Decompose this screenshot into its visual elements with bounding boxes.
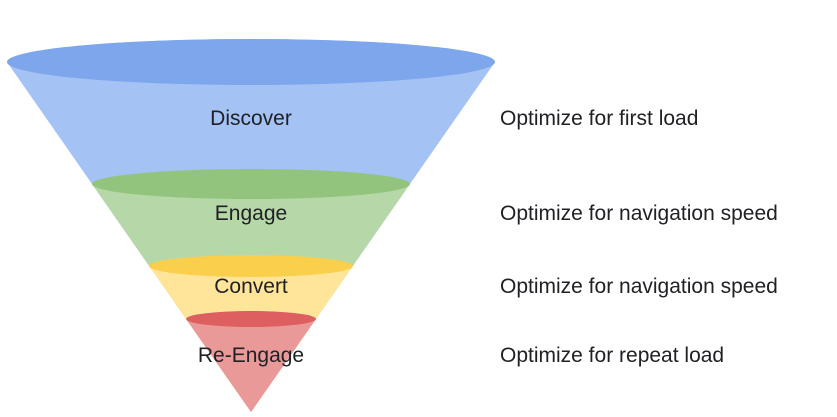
funnel-stage-reengage-top-ellipse <box>186 311 316 327</box>
annotation-convert: Optimize for navigation speed <box>500 275 778 298</box>
funnel-stage-discover-top-ellipse <box>7 39 495 85</box>
funnel-stage-reengage-body <box>186 319 316 412</box>
stage-label-reengage: Re-Engage <box>198 344 304 367</box>
annotation-reengage: Optimize for repeat load <box>500 344 724 367</box>
stage-label-convert: Convert <box>214 275 288 298</box>
funnel-stage-engage-top-ellipse <box>92 169 410 199</box>
funnel-stage-convert-top-ellipse <box>149 255 353 277</box>
stage-label-discover: Discover <box>210 107 292 130</box>
annotation-engage: Optimize for navigation speed <box>500 202 778 225</box>
annotation-discover: Optimize for first load <box>500 107 698 130</box>
stage-label-engage: Engage <box>215 202 287 225</box>
